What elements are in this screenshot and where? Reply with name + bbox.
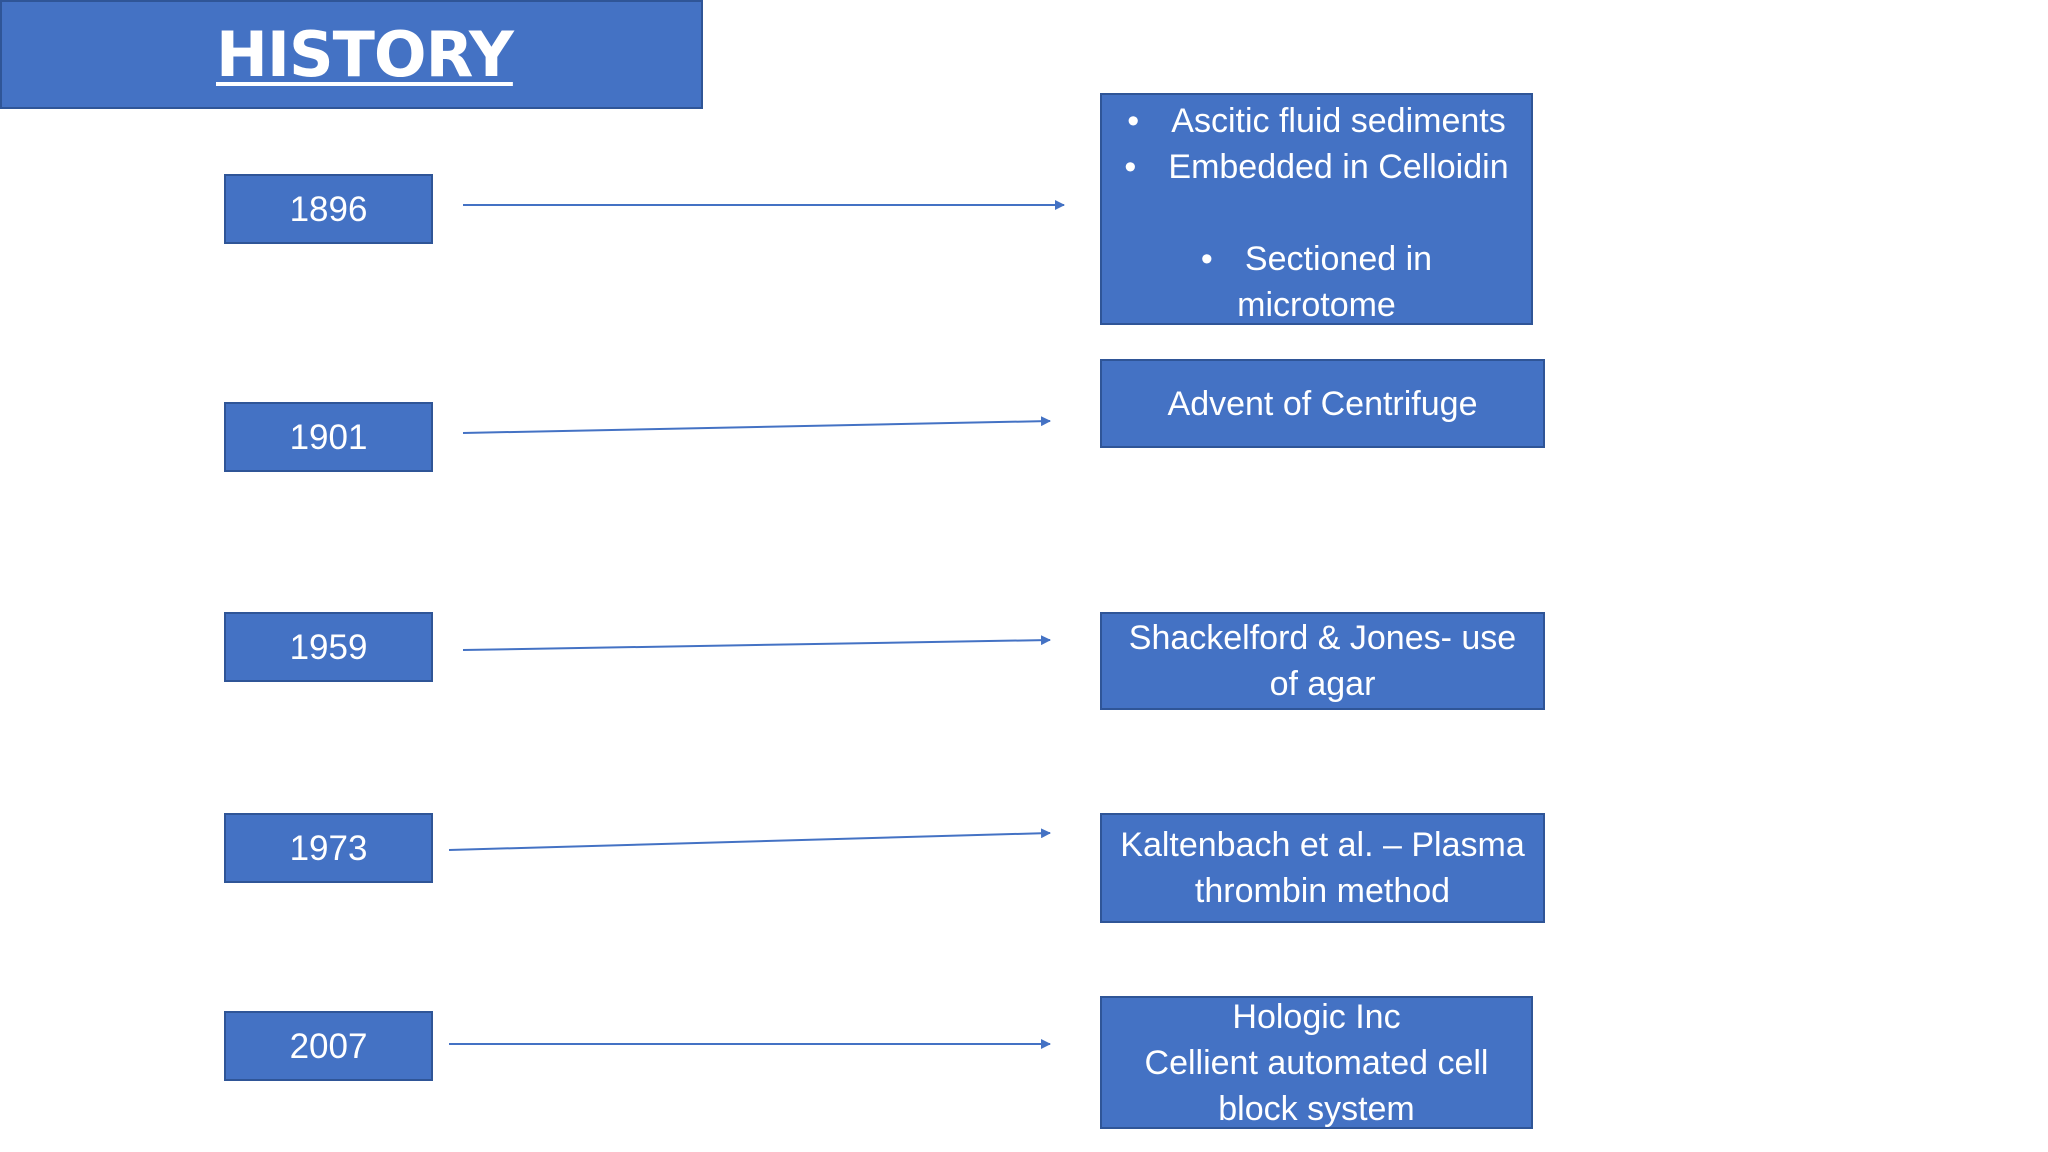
bullet-item: • Ascitic fluid sediments [1102,98,1531,144]
event-bullet-list: • Ascitic fluid sediments • Embedded in Ce… [1102,98,1531,328]
event-box-1896: • Ascitic fluid sediments • Embedded in Ce… [1100,93,1533,325]
event-box-1959: Shackelford & Jones- use of agar [1100,612,1545,710]
bullet-text: Ascitic fluid sediments [1171,102,1506,140]
year-box-2007: 2007 [224,1011,433,1081]
event-text: block system [1218,1089,1415,1128]
year-box-1959: 1959 [224,612,433,682]
event-box-1901: Advent of Centrifuge [1100,359,1545,448]
bullet-dot-icon: • [1124,148,1137,186]
bullet-continuation: microtome [1102,282,1531,328]
event-text: of agar [1269,665,1376,703]
year-label: 2007 [289,1026,368,1066]
event-text: Shackelford & Jones- use [1128,619,1517,657]
bullet-text: microtome [1237,286,1396,324]
bullet-item: • Embedded in Celloidin [1102,144,1531,190]
title-banner: HISTORY [0,0,703,109]
bullet-item: • Sectioned in [1102,236,1531,282]
event-box-2007: Hologic Inc Cellient automated cell bloc… [1100,996,1533,1129]
event-text: Hologic Inc [1232,997,1401,1036]
bullet-text: Sectioned in [1244,240,1433,278]
year-box-1973: 1973 [224,813,433,883]
year-label: 1959 [289,627,368,667]
year-box-1901: 1901 [224,402,433,472]
year-box-1896: 1896 [224,174,433,244]
event-box-1973: Kaltenbach et al. – Plasma thrombin meth… [1100,813,1545,923]
event-text: thrombin method [1194,872,1451,910]
event-text: Advent of Centrifuge [1167,384,1478,423]
year-label: 1896 [289,189,368,229]
event-text: Cellient automated cell [1144,1043,1489,1082]
bullet-dot-icon: • [1127,102,1140,140]
arrow-1959 [462,635,1051,651]
arrow-1973 [448,828,1051,851]
bullet-text: Embedded in Celloidin [1168,148,1509,186]
arrow-1901 [462,416,1051,434]
page-title: HISTORY [216,17,514,91]
bullet-dot-icon: • [1200,240,1213,278]
year-label: 1901 [289,417,368,457]
event-text: Kaltenbach et al. – Plasma [1120,826,1525,864]
year-label: 1973 [289,828,368,868]
